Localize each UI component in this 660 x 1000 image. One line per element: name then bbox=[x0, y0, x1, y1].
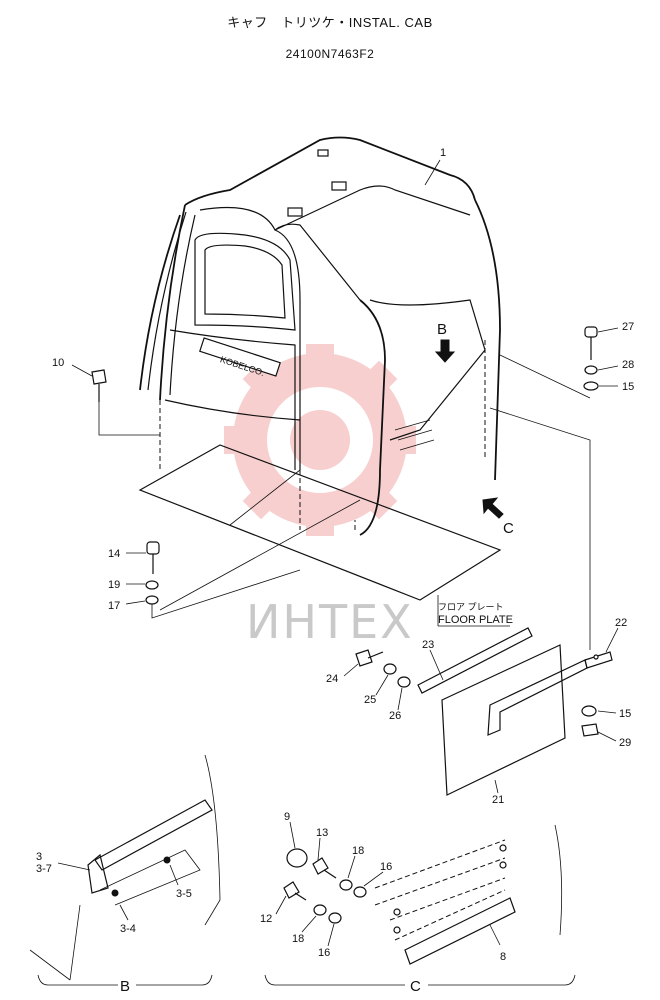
callout-16a: 16 bbox=[380, 861, 392, 873]
callout-14: 14 bbox=[108, 548, 120, 560]
callout-19: 19 bbox=[108, 579, 120, 591]
detail-b-label: B bbox=[120, 978, 130, 995]
detail-view-c: 9 13 18 16 12 18 16 8 C bbox=[260, 811, 576, 995]
part-number: 24100N7463F2 bbox=[285, 47, 375, 61]
bolt-14-group: 14 19 17 bbox=[108, 541, 301, 619]
callout-22: 22 bbox=[615, 617, 627, 629]
callout-3-5: 3-5 bbox=[176, 888, 192, 900]
callout-3-7: 3-7 bbox=[36, 863, 52, 875]
cover-plate-assembly: 23 22 21 bbox=[417, 617, 627, 806]
bolt-27-group: 27 28 15 bbox=[489, 321, 634, 650]
cab-body: KOBELCO. bbox=[139, 136, 501, 536]
callout-27: 27 bbox=[622, 321, 634, 333]
detail-view-b: 3 3-7 3-4 3-5 B bbox=[29, 754, 221, 995]
callout-25: 25 bbox=[364, 694, 376, 706]
view-c-arrow-icon: C bbox=[482, 497, 514, 537]
callout-3-4: 3-4 bbox=[120, 923, 136, 935]
callout-16b: 16 bbox=[318, 947, 330, 959]
floor-plate-en: FLOOR PLATE bbox=[438, 614, 513, 626]
floor-plate: フロア プレート FLOOR PLATE bbox=[138, 444, 513, 627]
diagram-title: キャフ トリツケ・INSTAL. CAB bbox=[227, 15, 433, 30]
nut-15-29-group: 15 29 bbox=[581, 705, 631, 749]
callout-12: 12 bbox=[260, 913, 272, 925]
callout-13: 13 bbox=[316, 827, 328, 839]
callout-18b: 18 bbox=[292, 933, 304, 945]
bolt-10-group: 10 bbox=[52, 357, 160, 436]
callout-15a: 15 bbox=[622, 381, 634, 393]
callout-15b: 15 bbox=[619, 708, 631, 720]
floor-plate-jp: フロア プレート bbox=[438, 602, 504, 612]
callout-1: 1 bbox=[440, 147, 446, 159]
callout-17: 17 bbox=[108, 600, 120, 612]
callout-3: 3 bbox=[36, 851, 42, 863]
callout-23: 23 bbox=[422, 639, 434, 651]
callout-29: 29 bbox=[619, 737, 631, 749]
callout-24: 24 bbox=[326, 673, 338, 685]
view-b-label: B bbox=[437, 321, 447, 338]
view-c-label: C bbox=[503, 520, 514, 537]
callout-26: 26 bbox=[389, 710, 401, 722]
callout-9: 9 bbox=[284, 811, 290, 823]
callout-28: 28 bbox=[622, 359, 634, 371]
callout-21: 21 bbox=[492, 794, 504, 806]
bolt-24-group: 24 25 26 bbox=[326, 649, 411, 722]
detail-c-label: C bbox=[410, 978, 421, 995]
callout-8: 8 bbox=[500, 951, 506, 963]
callout-10: 10 bbox=[52, 357, 64, 369]
watermark-text: ИНТЕХ bbox=[246, 595, 414, 649]
callout-18a: 18 bbox=[352, 845, 364, 857]
view-b-arrow-icon: B bbox=[434, 321, 456, 363]
